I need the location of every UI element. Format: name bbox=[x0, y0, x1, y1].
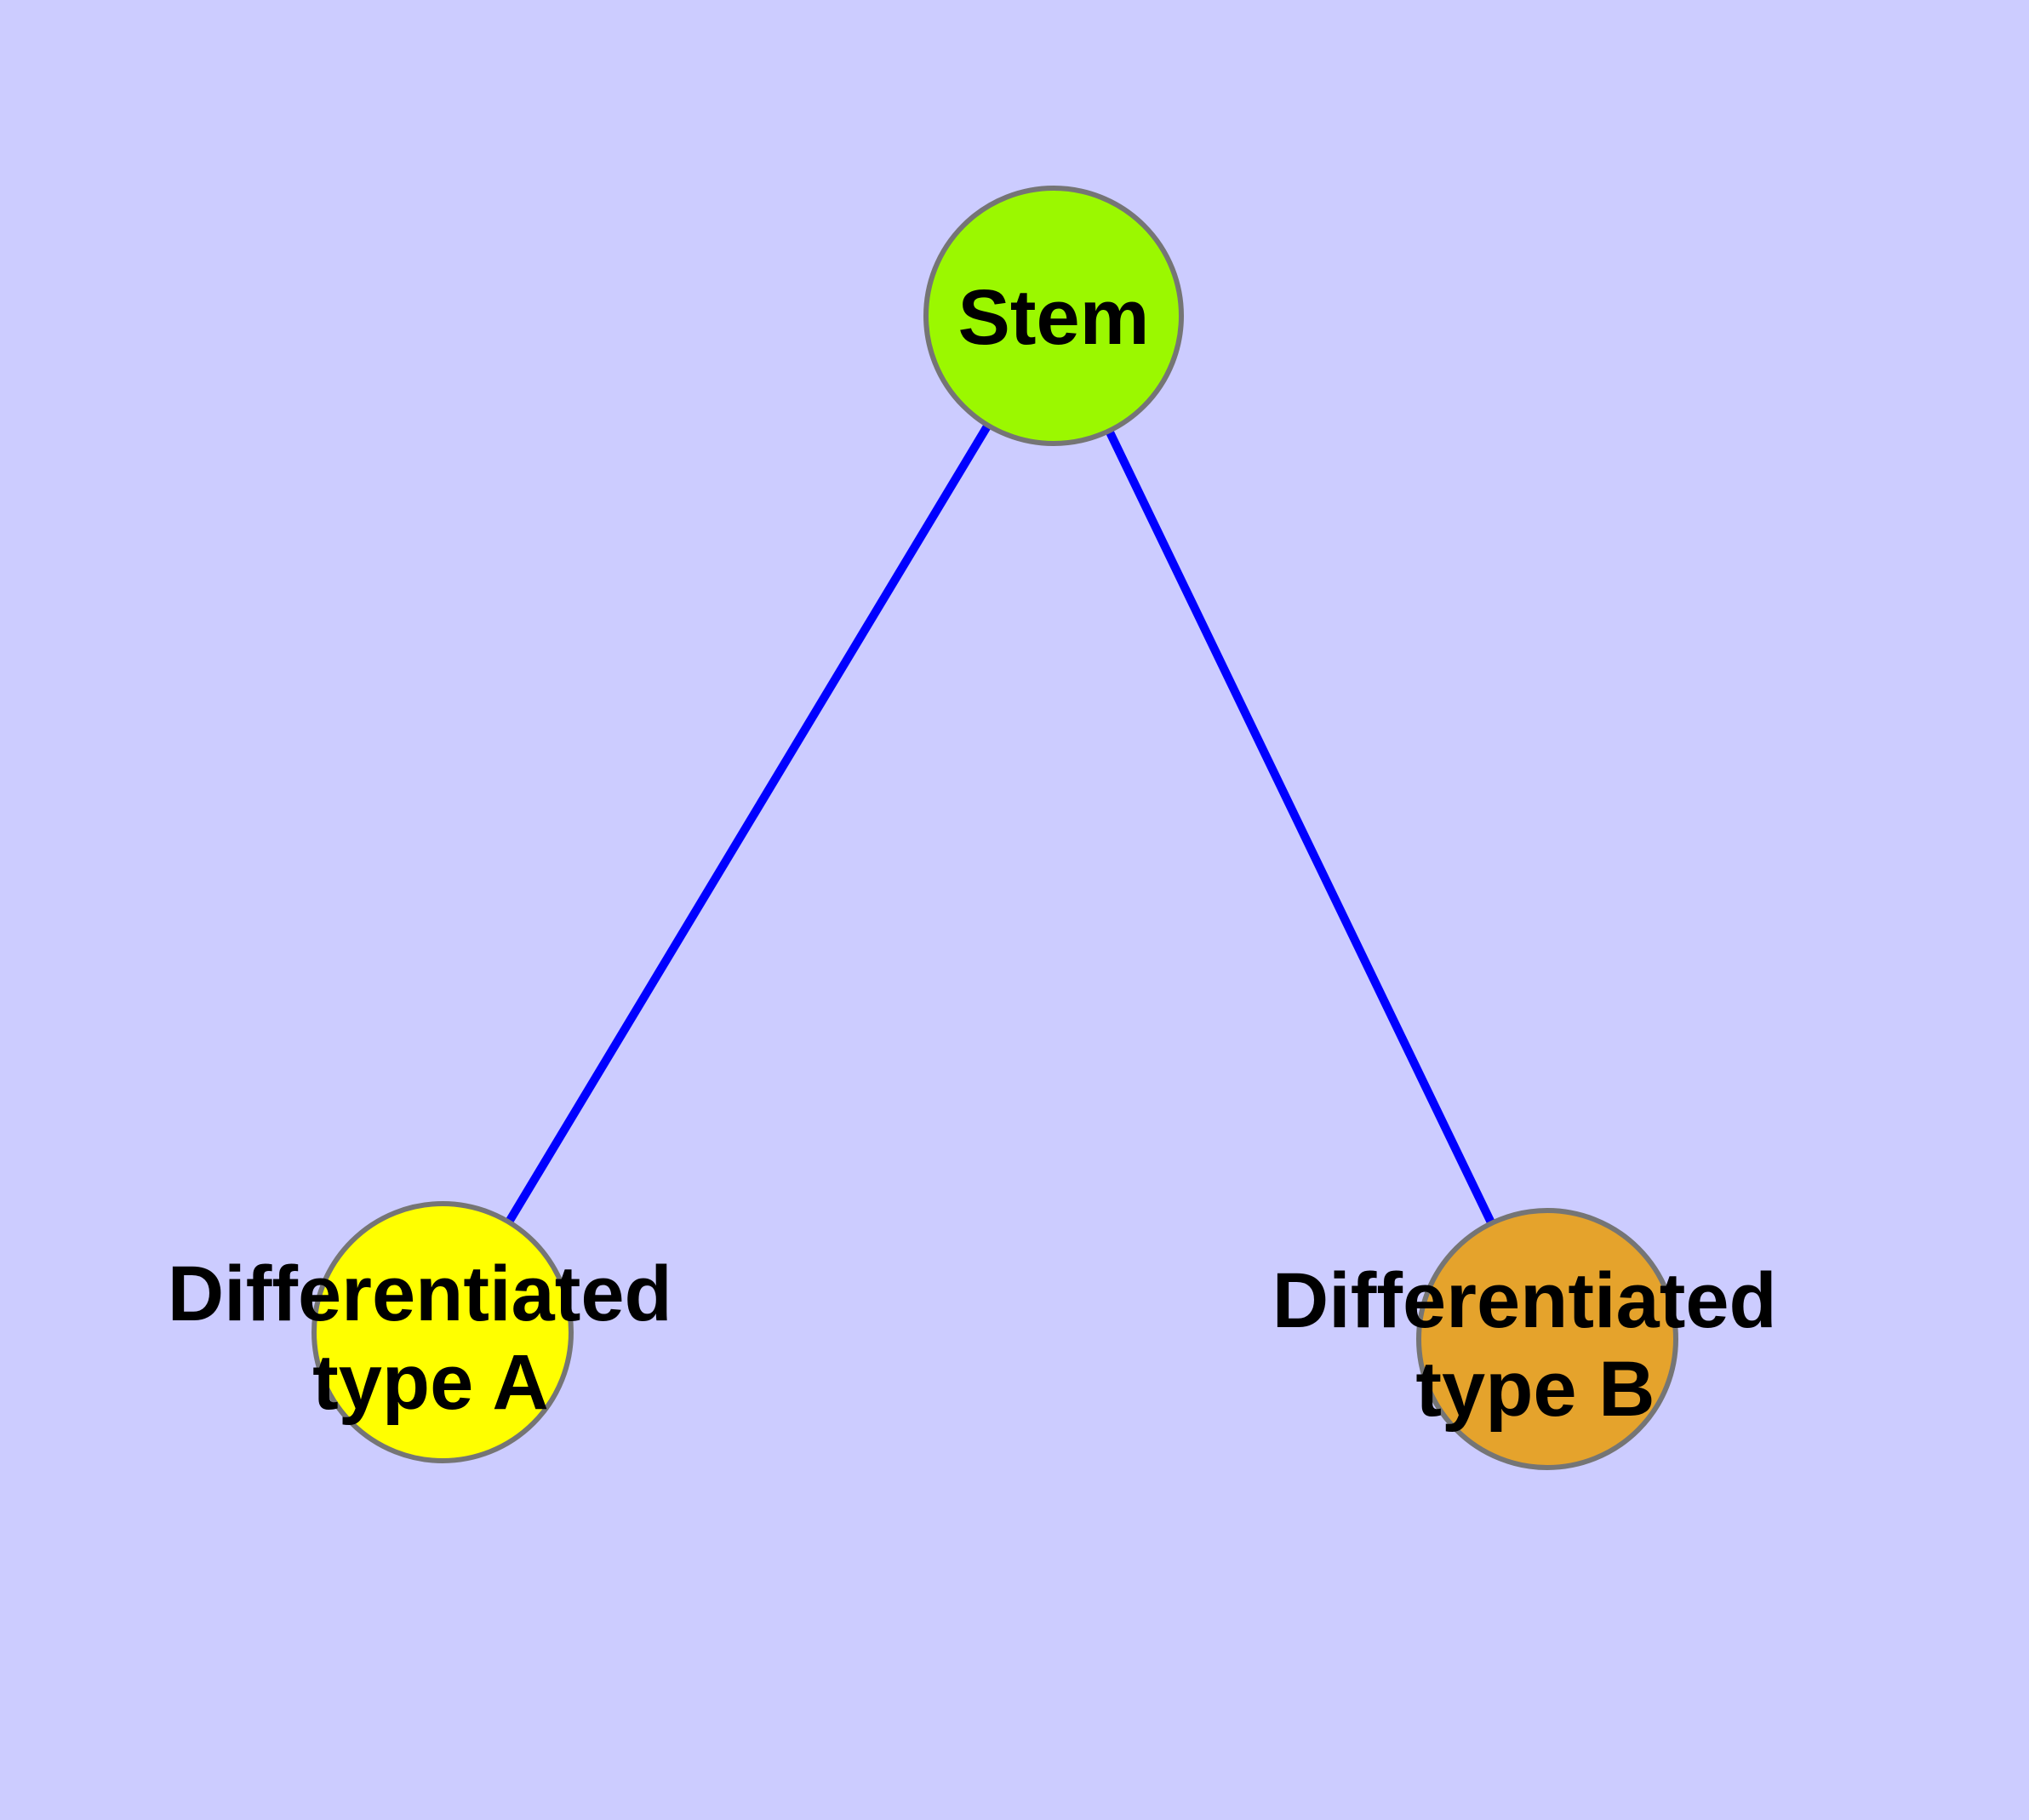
node-type-a-circle bbox=[311, 1201, 574, 1463]
node-stem-label: Stem bbox=[958, 274, 1150, 361]
node-type-b: Differentiated type B bbox=[1272, 1208, 1799, 1470]
node-type-b-label: Differentiated type B bbox=[1272, 1257, 1799, 1433]
node-type-a: Differentiated type A bbox=[168, 1201, 694, 1463]
edge-stem-to-type-a bbox=[438, 313, 1058, 1335]
node-type-a-label-line2: type A bbox=[312, 1339, 549, 1426]
node-type-a-label: Differentiated type A bbox=[168, 1251, 694, 1426]
node-stem: Stem bbox=[923, 186, 1184, 446]
node-stem-circle bbox=[923, 186, 1184, 446]
node-type-b-label-line1: Differentiated bbox=[1272, 1257, 1777, 1344]
node-type-b-label-line2: type B bbox=[1415, 1346, 1655, 1433]
node-type-a-label-line1: Differentiated bbox=[168, 1251, 672, 1337]
edge-layer bbox=[438, 313, 1552, 1342]
node-type-b-circle bbox=[1416, 1208, 1678, 1470]
edge-stem-to-type-b bbox=[1049, 313, 1552, 1342]
